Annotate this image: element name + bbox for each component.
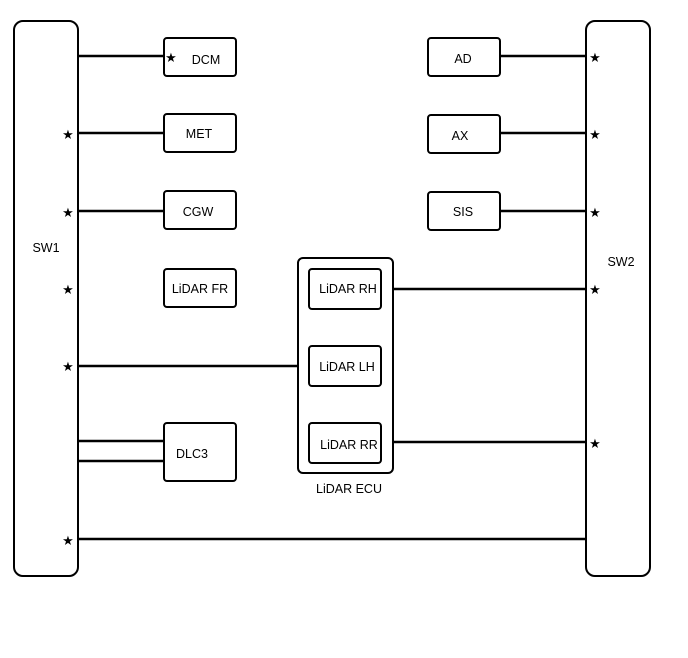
ecu-dlc3: DLC3 — [163, 422, 237, 482]
ecu-ad: AD — [427, 37, 501, 77]
ecu-cgw-box — [163, 190, 237, 230]
ecu-cgw-label: CGW — [183, 205, 214, 219]
star-marker-dcm: ★ — [165, 51, 177, 66]
switch-sw2: SW2 — [585, 20, 651, 577]
lidar-ecu-label: LiDAR ECU — [316, 482, 382, 496]
lidar-rr-label: LiDAR RR — [320, 438, 378, 452]
star-marker-sw1-sw2: ★ — [62, 534, 74, 549]
switch-sw1-label: SW1 — [32, 241, 59, 255]
ecu-ax-box — [427, 114, 501, 154]
switch-sw2-label: SW2 — [607, 255, 634, 269]
star-marker-sw2-lidar-rr: ★ — [589, 437, 601, 452]
switch-sw1: SW1 — [13, 20, 79, 577]
ecu-sis: SIS — [427, 191, 501, 231]
ecu-sis-label: SIS — [453, 205, 473, 219]
lidar-rh-box — [308, 268, 382, 310]
switch-sw2-body — [585, 20, 651, 577]
ecu-lidar-fr-label: LiDAR FR — [172, 282, 228, 296]
ecu-ax: AX — [427, 114, 501, 154]
ecu-dcm-label: DCM — [192, 53, 220, 67]
ecu-ad-label: AD — [454, 52, 471, 66]
star-marker-sw2-ax: ★ — [589, 128, 601, 143]
ecu-sis-box — [427, 191, 501, 231]
star-marker-sw2-sis: ★ — [589, 206, 601, 221]
star-marker-sw2-ad: ★ — [589, 51, 601, 66]
lidar-lh-label: LiDAR LH — [319, 360, 375, 374]
lidar-lh-box — [308, 345, 382, 387]
ecu-lidar-fr-box — [163, 268, 237, 308]
lidar-ecu-group: LiDAR RH LiDAR LH LiDAR RR LiDAR ECU — [297, 257, 394, 496]
ecu-lidar-fr: LiDAR FR — [163, 268, 237, 308]
lidar-rr-box — [308, 422, 382, 464]
ecu-dlc3-box — [163, 422, 237, 482]
star-marker-sw1-lidar-fr: ★ — [62, 283, 74, 298]
ecu-dcm: DCM — [163, 37, 237, 77]
star-marker-sw1-cgw: ★ — [62, 206, 74, 221]
ecu-ax-label: AX — [452, 129, 469, 143]
star-marker-sw1-lidar-lh: ★ — [62, 360, 74, 375]
ecu-dlc3-label: DLC3 — [176, 447, 208, 461]
switch-sw1-body — [13, 20, 79, 577]
ecu-ad-box — [427, 37, 501, 77]
star-marker-sw2-lidar-rh: ★ — [589, 283, 601, 298]
ecu-dcm-box — [163, 37, 237, 77]
ecu-met-label: MET — [186, 127, 213, 141]
lidar-rh-label: LiDAR RH — [319, 282, 377, 296]
ecu-met-box — [163, 113, 237, 153]
star-marker-sw1-met: ★ — [62, 128, 74, 143]
ecu-cgw: CGW — [163, 190, 237, 230]
ecu-met: MET — [163, 113, 237, 153]
